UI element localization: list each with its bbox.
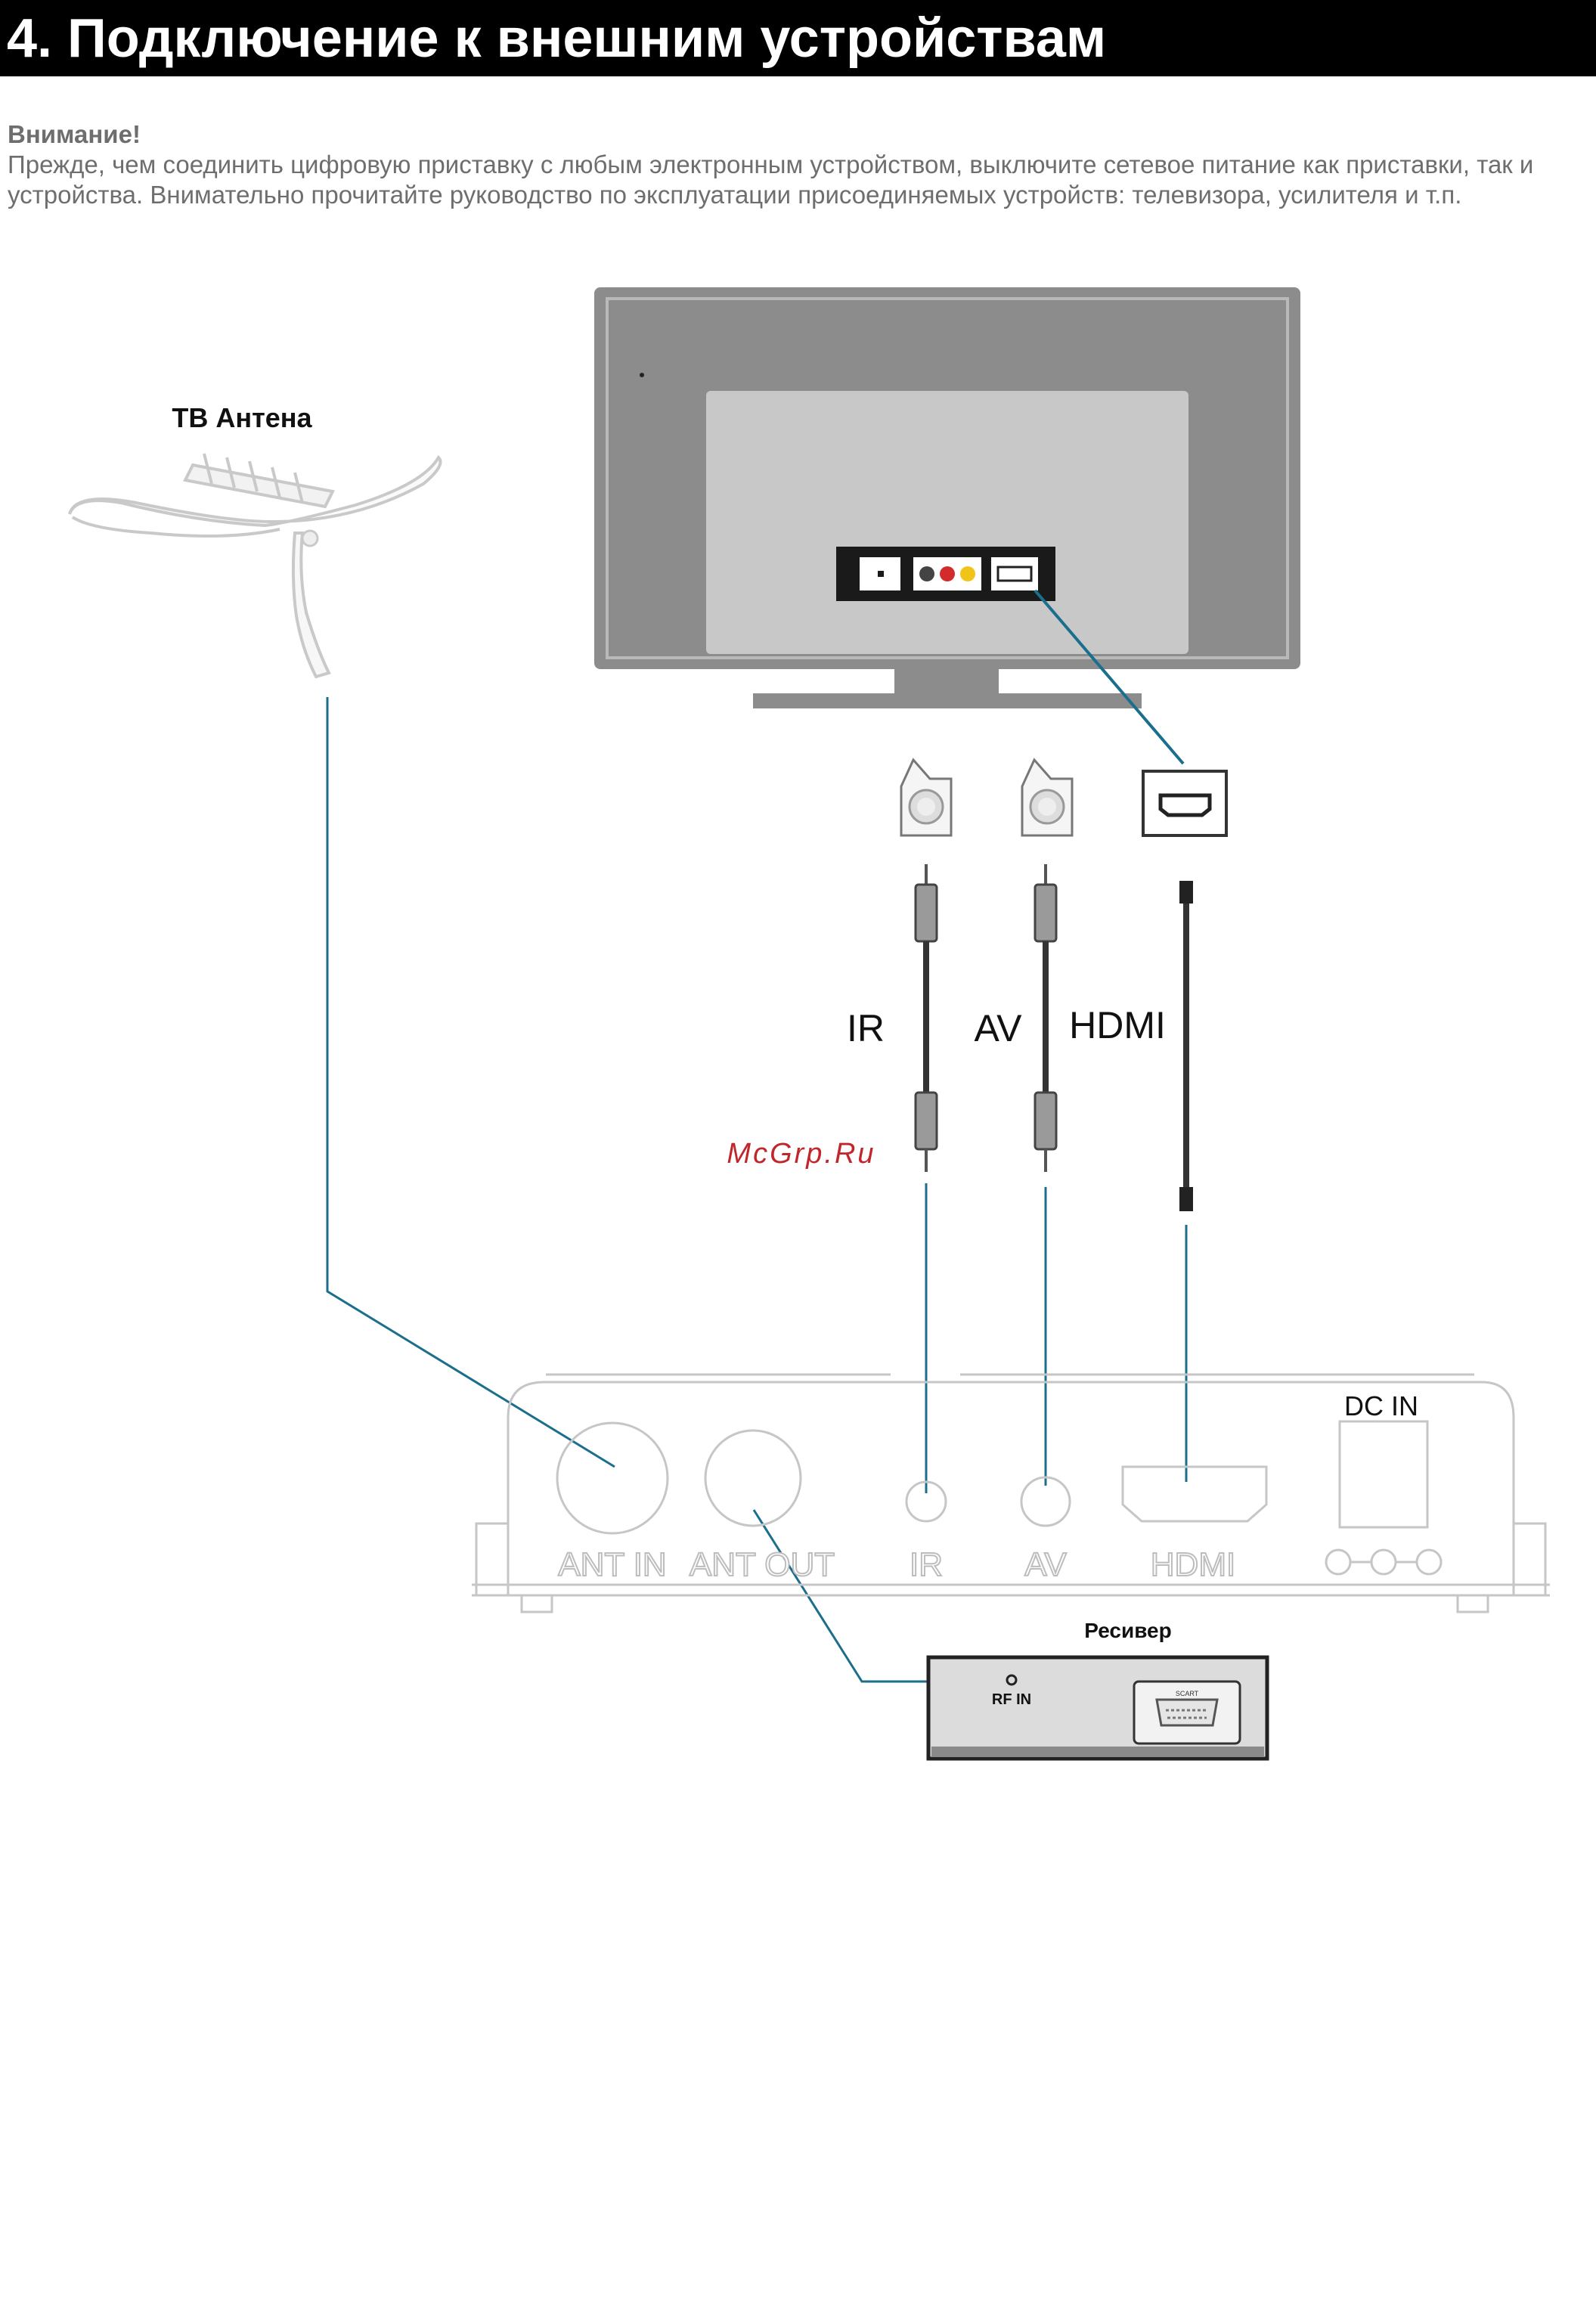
- av-jack-icon: [1021, 758, 1074, 837]
- hdmi-jack-icon: [1142, 770, 1228, 837]
- ant-out-label: ANT OUT: [690, 1546, 835, 1583]
- page-title: 4. Подключение к внешним устройствам: [7, 8, 1107, 69]
- watermark: McGrp.Ru: [727, 1138, 875, 1170]
- tv-icon: [594, 287, 1300, 708]
- title-bar: 4. Подключение к внешним устройствам: [0, 0, 1596, 76]
- av-cable-icon: [1034, 864, 1058, 1172]
- ir-cable-icon: [914, 864, 938, 1172]
- rf-in-label: RF IN: [992, 1691, 1031, 1708]
- set-top-box-panel: [472, 1373, 1550, 1613]
- scart-label: SCART: [1176, 1690, 1199, 1697]
- av-port-label: AV: [1024, 1546, 1067, 1583]
- av-cable-label: AV: [975, 1007, 1023, 1049]
- receiver-title: Ресивер: [1084, 1619, 1172, 1642]
- antenna-label: ТВ Антена: [172, 402, 312, 433]
- ir-cable-label: IR: [847, 1007, 885, 1049]
- ir-jack-icon: [900, 758, 953, 837]
- ant-in-label: ANT IN: [558, 1546, 666, 1583]
- hdmi-cable-icon: [1179, 881, 1193, 1211]
- notice-heading: Внимание!: [8, 120, 141, 148]
- hdmi-cable-label: HDMI: [1069, 1004, 1166, 1046]
- notice-body: Прежде, чем соединить цифровую приставку…: [8, 150, 1534, 209]
- dc-in-label: DC IN: [1344, 1390, 1418, 1421]
- set-top-box-labels: ANT IN ANT OUT IR AV HDMI: [557, 1545, 1236, 1584]
- antenna-icon: [68, 453, 442, 679]
- connection-lines: [326, 697, 1188, 1683]
- notice-block: Внимание! Прежде, чем соединить цифровую…: [8, 119, 1565, 210]
- ir-port-label: IR: [910, 1546, 943, 1583]
- hdmi-port-label: HDMI: [1151, 1546, 1235, 1583]
- receiver-icon: [926, 1655, 1269, 1761]
